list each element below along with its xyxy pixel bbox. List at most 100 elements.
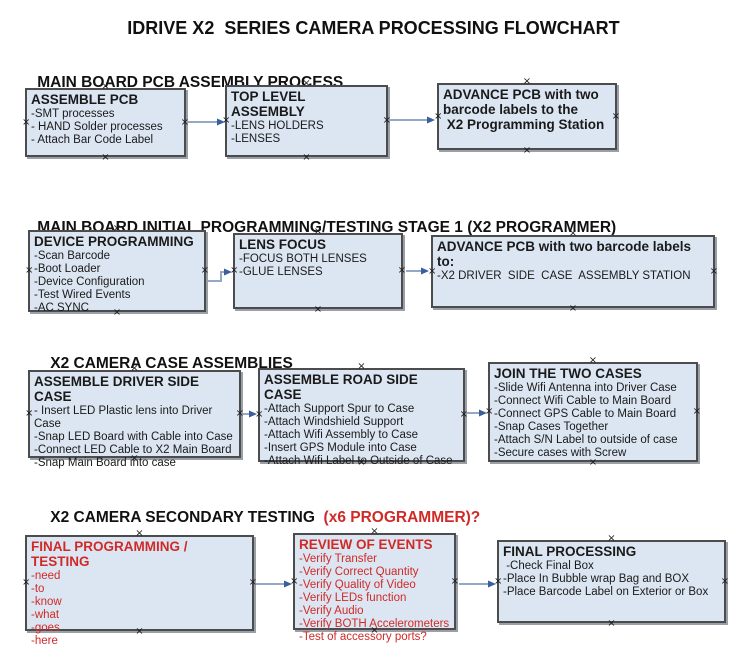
connection-point-icon: × bbox=[200, 265, 209, 276]
box-items: -FOCUS BOTH LENSES-GLUE LENSES bbox=[239, 253, 397, 279]
box-item: -Verify BOTH Accelerometers bbox=[299, 618, 450, 630]
box-items: -Scan Barcode-Boot Loader-Device Configu… bbox=[34, 250, 200, 315]
box-items: -Slide Wifi Antenna into Driver Case-Con… bbox=[494, 382, 692, 460]
box-item: -SMT processes bbox=[31, 108, 115, 120]
box-title: FINAL PROGRAMMING / TESTING bbox=[31, 539, 192, 569]
box-item: -know bbox=[31, 596, 62, 608]
box-item: -Verify Audio bbox=[299, 605, 364, 617]
box-item: -goes bbox=[31, 622, 60, 634]
flow-box-assemble-pcb: ×××× ASSEMBLE PCB -SMT processes- HAND S… bbox=[22, 82, 189, 163]
box-item: -Test Wired Events bbox=[34, 289, 131, 301]
flow-box-final-processing: ×××× FINAL PROCESSING -Check Final Box-P… bbox=[494, 534, 729, 629]
box-item: -Verify LEDs function bbox=[299, 592, 407, 604]
connection-point-icon: × bbox=[568, 303, 578, 314]
box-item: -Device Configuration bbox=[34, 276, 145, 288]
section-heading-secondary-testing: X2 CAMERA SECONDARY TESTING (x6 PROGRAMM… bbox=[33, 491, 480, 545]
connection-point-icon: × bbox=[494, 575, 503, 587]
box-item: -Attach Windshield Support bbox=[264, 416, 404, 428]
box-item: -Scan Barcode bbox=[34, 250, 111, 262]
box-item: - Attach Bar Code Label bbox=[31, 134, 154, 146]
box-item: -LENS HOLDERS bbox=[231, 120, 324, 132]
connection-point-icon: × bbox=[25, 408, 34, 419]
flow-box-device-programming: ×××× DEVICE PROGRAMMING -Scan Barcode-Bo… bbox=[25, 224, 209, 318]
box-item: -Test of accessory ports? bbox=[299, 631, 427, 643]
flow-box-final-programming-testing: ×××× FINAL PROGRAMMING / TESTING -need-t… bbox=[22, 529, 257, 648]
connection-point-icon: × bbox=[357, 361, 366, 372]
flow-box-advance-pcb-programming-station: ×××× ADVANCE PCB with two barcode labels… bbox=[434, 77, 620, 156]
connection-point-icon: × bbox=[248, 577, 257, 588]
box-item: -X2 DRIVER SIDE CASE ASSEMBLY STATION bbox=[437, 270, 691, 282]
section-heading-text: X2 CAMERA SECONDARY TESTING bbox=[50, 509, 320, 526]
section-heading-text: X2 CAMERA CASE ASSEMBLIES bbox=[50, 355, 293, 372]
connection-point-icon: × bbox=[101, 152, 110, 163]
box-item: -Attach Wifi Label to Outside of Case bbox=[264, 455, 453, 467]
connection-point-icon: × bbox=[397, 265, 406, 276]
connection-point-icon: × bbox=[255, 409, 264, 420]
box-title: TOP LEVEL ASSEMBLY bbox=[231, 89, 309, 119]
connection-point-icon: × bbox=[313, 304, 323, 315]
box-item: -Check Final Box bbox=[503, 560, 594, 572]
flow-box-assemble-road-side-case: ×××× ASSEMBLE ROAD SIDE CASE -Attach Sup… bbox=[255, 362, 468, 468]
box-item: -Connect Wifi Cable to Main Board bbox=[494, 395, 672, 407]
connection-point-icon: × bbox=[22, 116, 31, 128]
box-item: - Insert LED Plastic lens into Driver Ca… bbox=[34, 405, 216, 430]
box-item: -need bbox=[31, 570, 61, 582]
connection-point-icon: × bbox=[709, 265, 718, 277]
connection-point-icon: × bbox=[25, 265, 34, 276]
section-heading-red-text: (x6 PROGRAMMER)? bbox=[319, 509, 481, 526]
box-title: ASSEMBLE ROAD SIDE CASE bbox=[264, 372, 422, 402]
box-item: -Place Barcode Label on Exterior or Box bbox=[503, 586, 709, 598]
box-title: REVIEW OF EVENTS bbox=[299, 537, 433, 552]
box-items: -Verify Transfer-Verify Correct Quantity… bbox=[299, 553, 450, 644]
box-item: -LENSES bbox=[231, 133, 281, 145]
box-item: -Slide Wifi Antenna into Driver Case bbox=[494, 382, 677, 394]
box-item: -Verify Correct Quantity bbox=[299, 566, 419, 578]
flow-box-lens-focus: ×××× LENS FOCUS -FOCUS BOTH LENSES-GLUE … bbox=[230, 227, 406, 315]
box-item: -Verify Transfer bbox=[299, 553, 377, 565]
box-item: -Connect LED Cable to X2 Main Board bbox=[34, 444, 232, 456]
box-item: -Insert GPS Module into Case bbox=[264, 442, 417, 454]
connection-point-icon: × bbox=[720, 575, 729, 587]
flow-box-advance-pcb-case-assembly: ×××× ADVANCE PCB with two barcode labels… bbox=[428, 229, 718, 314]
page-title: IDRIVE X2 SERIES CAMERA PROCESSING FLOWC… bbox=[127, 18, 620, 38]
box-title: DEVICE PROGRAMMING bbox=[34, 234, 194, 249]
box-title: JOIN THE TWO CASES bbox=[494, 366, 642, 381]
connection-point-icon: × bbox=[382, 115, 391, 126]
box-title: FINAL PROCESSING bbox=[503, 544, 637, 559]
connection-point-icon: × bbox=[522, 76, 532, 87]
box-item: -Attach S/N Label to outside of case bbox=[494, 434, 678, 446]
box-title: ADVANCE PCB with two barcode labels to t… bbox=[443, 87, 605, 132]
box-items: -LENS HOLDERS-LENSES bbox=[231, 120, 382, 146]
connection-point-icon: × bbox=[434, 110, 443, 122]
box-item: -Snap LED Board with Cable into Case bbox=[34, 431, 233, 443]
box-item: -Attach Support Spur to Case bbox=[264, 403, 415, 415]
box-item: -Attach Wifi Assembly to Case bbox=[264, 429, 419, 441]
box-items: -X2 DRIVER SIDE CASE ASSEMBLY STATION bbox=[437, 270, 709, 283]
section-heading-case-assemblies: X2 CAMERA CASE ASSEMBLIES bbox=[33, 337, 293, 391]
connection-point-icon: × bbox=[290, 575, 299, 587]
box-title: ASSEMBLE PCB bbox=[31, 92, 139, 107]
connection-point-icon: × bbox=[230, 265, 239, 276]
connection-point-icon: × bbox=[180, 116, 189, 128]
flow-box-assemble-driver-side-case: ×××× ASSEMBLE DRIVER SIDE CASE - Insert … bbox=[25, 364, 244, 470]
box-item: -FOCUS BOTH LENSES bbox=[239, 253, 367, 265]
box-item: -here bbox=[31, 635, 58, 647]
arrow-device-programming-to-lens-focus bbox=[208, 268, 232, 282]
box-item: -Boot Loader bbox=[34, 263, 101, 275]
connection-point-icon: × bbox=[428, 265, 437, 277]
box-item: -Connect GPS Cable to Main Board bbox=[494, 408, 677, 420]
box-item: -what bbox=[31, 609, 60, 621]
connection-point-icon: × bbox=[588, 457, 598, 468]
box-item: -Snap Main Board into case bbox=[34, 457, 176, 469]
connection-point-icon: × bbox=[485, 406, 494, 417]
connection-point-icon: × bbox=[302, 152, 311, 163]
flow-box-join-the-two-cases: ×××× JOIN THE TWO CASES -Slide Wifi Ante… bbox=[485, 356, 701, 468]
box-items: - Insert LED Plastic lens into Driver Ca… bbox=[34, 405, 235, 470]
box-title: ADVANCE PCB with two barcode labels to: bbox=[437, 239, 695, 269]
box-item: -GLUE LENSES bbox=[239, 266, 323, 278]
connection-point-icon: × bbox=[22, 577, 31, 588]
connection-point-icon: × bbox=[450, 575, 459, 587]
flow-box-review-of-events: ×××× REVIEW OF EVENTS -Verify Transfer-V… bbox=[290, 527, 459, 644]
connection-point-icon: × bbox=[235, 408, 244, 419]
